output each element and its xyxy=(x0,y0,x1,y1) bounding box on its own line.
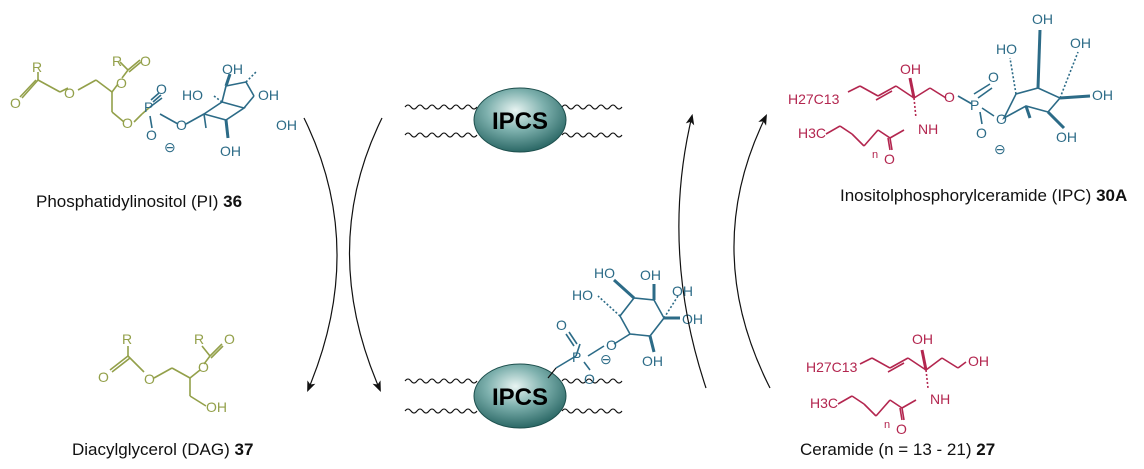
mid-oh1: OH xyxy=(640,267,661,283)
ipcs-enzyme-top: IPCS xyxy=(473,87,567,153)
cer-oh2: OH xyxy=(968,353,989,369)
pi-r1: R xyxy=(32,59,42,75)
cer-name: Ceramide (n = 13 - 21) xyxy=(800,440,972,459)
ipc-h27c13: H27C13 xyxy=(788,91,840,107)
arrow-pi-to-dag xyxy=(303,117,338,392)
mid-o1: O xyxy=(556,317,567,333)
dag-name: Diacylglycerol (DAG) xyxy=(72,440,230,459)
dag-structure: R O O R O O OH xyxy=(98,331,235,415)
dag-number: 37 xyxy=(234,440,254,459)
ceramide-structure: H27C13 OH OH NH H3C n O xyxy=(806,331,989,437)
caption-ceramide: Ceramide (n = 13 - 21) 27 xyxy=(800,440,995,460)
pi-o7: O xyxy=(146,127,157,143)
pi-o5: O xyxy=(122,115,133,131)
ipc-oh2: OH xyxy=(1070,35,1091,51)
mid-o2: O xyxy=(584,371,595,387)
pi-o1: O xyxy=(10,95,21,111)
ipc-o3: O xyxy=(988,69,999,85)
mid-ho2: HO xyxy=(594,265,615,281)
mid-o3: O xyxy=(606,337,617,353)
reaction-arrows xyxy=(303,113,771,392)
cer-h3c: H3C xyxy=(810,395,838,411)
ipc-h3c: H3C xyxy=(798,125,826,141)
cer-o: O xyxy=(896,421,907,437)
pi-name: Phosphatidylinositol (PI) xyxy=(36,192,219,211)
arrow-enzyme-to-ipc xyxy=(678,113,707,389)
ipc-o1: O xyxy=(944,89,955,105)
ipc-oh-backbone: OH xyxy=(900,61,921,77)
ipc-ho: HO xyxy=(996,41,1017,57)
ipcs-label-bottom: IPCS xyxy=(492,384,548,411)
mid-minus: ⊖ xyxy=(600,351,612,367)
mid-ho1: HO xyxy=(572,287,593,303)
mid-oh4: OH xyxy=(642,353,663,369)
arrow-pi-to-enzyme xyxy=(348,117,383,392)
pi-o6: O xyxy=(156,81,167,97)
mid-oh2: OH xyxy=(672,283,693,299)
membrane-top xyxy=(404,104,623,138)
ipc-nh: NH xyxy=(918,121,938,137)
dag-o2: O xyxy=(144,371,155,387)
dag-r2: R xyxy=(194,331,204,347)
ipc-o2: O xyxy=(884,151,895,167)
pi-number: 36 xyxy=(223,192,243,211)
pi-oh3: OH xyxy=(276,117,297,133)
mid-p: P xyxy=(572,349,581,365)
pi-r2: R xyxy=(112,53,122,69)
ipc-o4: O xyxy=(996,111,1007,127)
ipc-o5: O xyxy=(976,125,987,141)
ipc-minus: ⊖ xyxy=(994,141,1006,157)
pi-o4: O xyxy=(116,75,127,91)
caption-ipc: Inositolphosphorylceramide (IPC) 30A xyxy=(840,186,1127,206)
pi-o2: O xyxy=(64,85,75,101)
pi-oh2: OH xyxy=(258,87,279,103)
ipcs-label-top: IPCS xyxy=(492,108,548,135)
cer-oh1: OH xyxy=(912,331,933,347)
pi-o3: O xyxy=(140,53,151,69)
caption-pi: Phosphatidylinositol (PI) 36 xyxy=(36,192,242,212)
dag-o4: O xyxy=(198,359,209,375)
pi-o8: O xyxy=(176,117,187,133)
pi-p: P xyxy=(144,99,153,115)
enzyme-bound-inositol-phosphate: O P O ⊖ O HO HO OH OH OH OH xyxy=(547,265,703,387)
ipc-name: Inositolphosphorylceramide (IPC) xyxy=(840,186,1092,205)
arrow-ceramide-to-ipc xyxy=(733,114,771,389)
pi-minus: ⊖ xyxy=(164,139,176,155)
ipc-oh3: OH xyxy=(1092,87,1113,103)
ipc-structure: H27C13 OH O NH H3C n O P O O O ⊖ OH HO O… xyxy=(788,11,1113,167)
dag-oh: OH xyxy=(206,399,227,415)
ipc-oh1: OH xyxy=(1032,11,1053,27)
caption-dag: Diacylglycerol (DAG) 37 xyxy=(72,440,253,460)
pi-structure: R O O R O O O P O O O ⊖ HO OH OH OH OH xyxy=(10,53,297,159)
mid-oh3: OH xyxy=(682,311,703,327)
ipc-n: n xyxy=(872,149,878,161)
cer-n: n xyxy=(884,419,890,431)
pi-oh1: OH xyxy=(222,61,243,77)
dag-r1: R xyxy=(122,331,132,347)
dag-o3: O xyxy=(224,331,235,347)
dag-o1: O xyxy=(98,369,109,385)
ipc-oh4: OH xyxy=(1056,129,1077,145)
pi-ho: HO xyxy=(182,87,203,103)
cer-number: 27 xyxy=(976,440,996,459)
ipcs-enzyme-bottom: IPCS xyxy=(473,363,567,429)
pi-oh4: OH xyxy=(220,143,241,159)
membrane-bottom xyxy=(404,378,623,414)
ipc-number: 30A xyxy=(1096,186,1128,205)
cer-nh: NH xyxy=(930,391,950,407)
cer-h27c13: H27C13 xyxy=(806,359,858,375)
ipc-p: P xyxy=(970,97,979,113)
